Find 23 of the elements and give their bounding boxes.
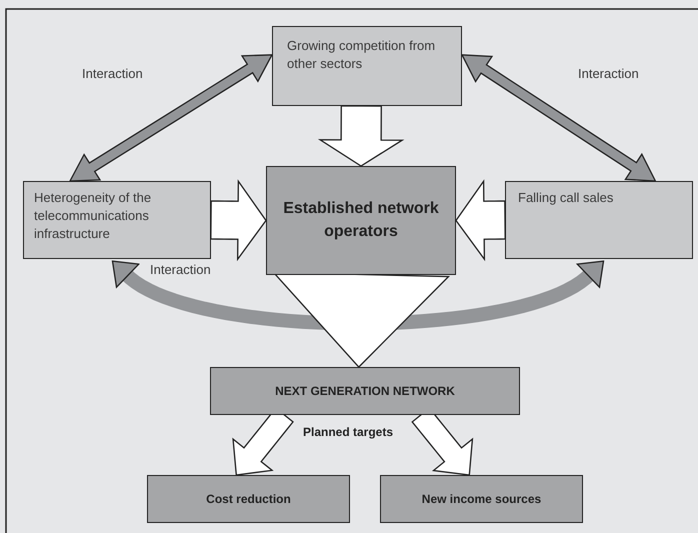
box-label: New income sources <box>422 490 542 508</box>
edge-label: Interaction <box>150 262 211 277</box>
double-arrow <box>460 54 656 182</box>
box-label: Falling call sales <box>518 189 614 207</box>
block-arrow <box>455 179 506 262</box>
process-box <box>147 475 350 523</box>
box-label: Heterogeneity of the telecommunications infrastructure <box>34 189 152 244</box>
edge-label: Interaction <box>578 66 639 81</box>
process-box <box>505 181 693 259</box>
process-box <box>23 181 211 259</box>
box-label: Cost reduction <box>206 490 291 508</box>
block-arrow <box>210 179 267 262</box>
process-box <box>380 475 583 523</box>
block-arrow <box>318 105 404 167</box>
edge-label: Interaction <box>82 66 143 81</box>
box-label: Established network operators <box>282 199 440 242</box>
box-label: Growing competition from other sectors <box>287 37 436 74</box>
double-arrow <box>68 54 274 182</box>
process-box <box>210 367 520 415</box>
process-box <box>272 26 462 106</box>
process-box <box>266 166 456 275</box>
annotation-label: Planned targets <box>303 425 394 439</box>
box-label: NEXT GENERATION NETWORK <box>275 382 455 400</box>
